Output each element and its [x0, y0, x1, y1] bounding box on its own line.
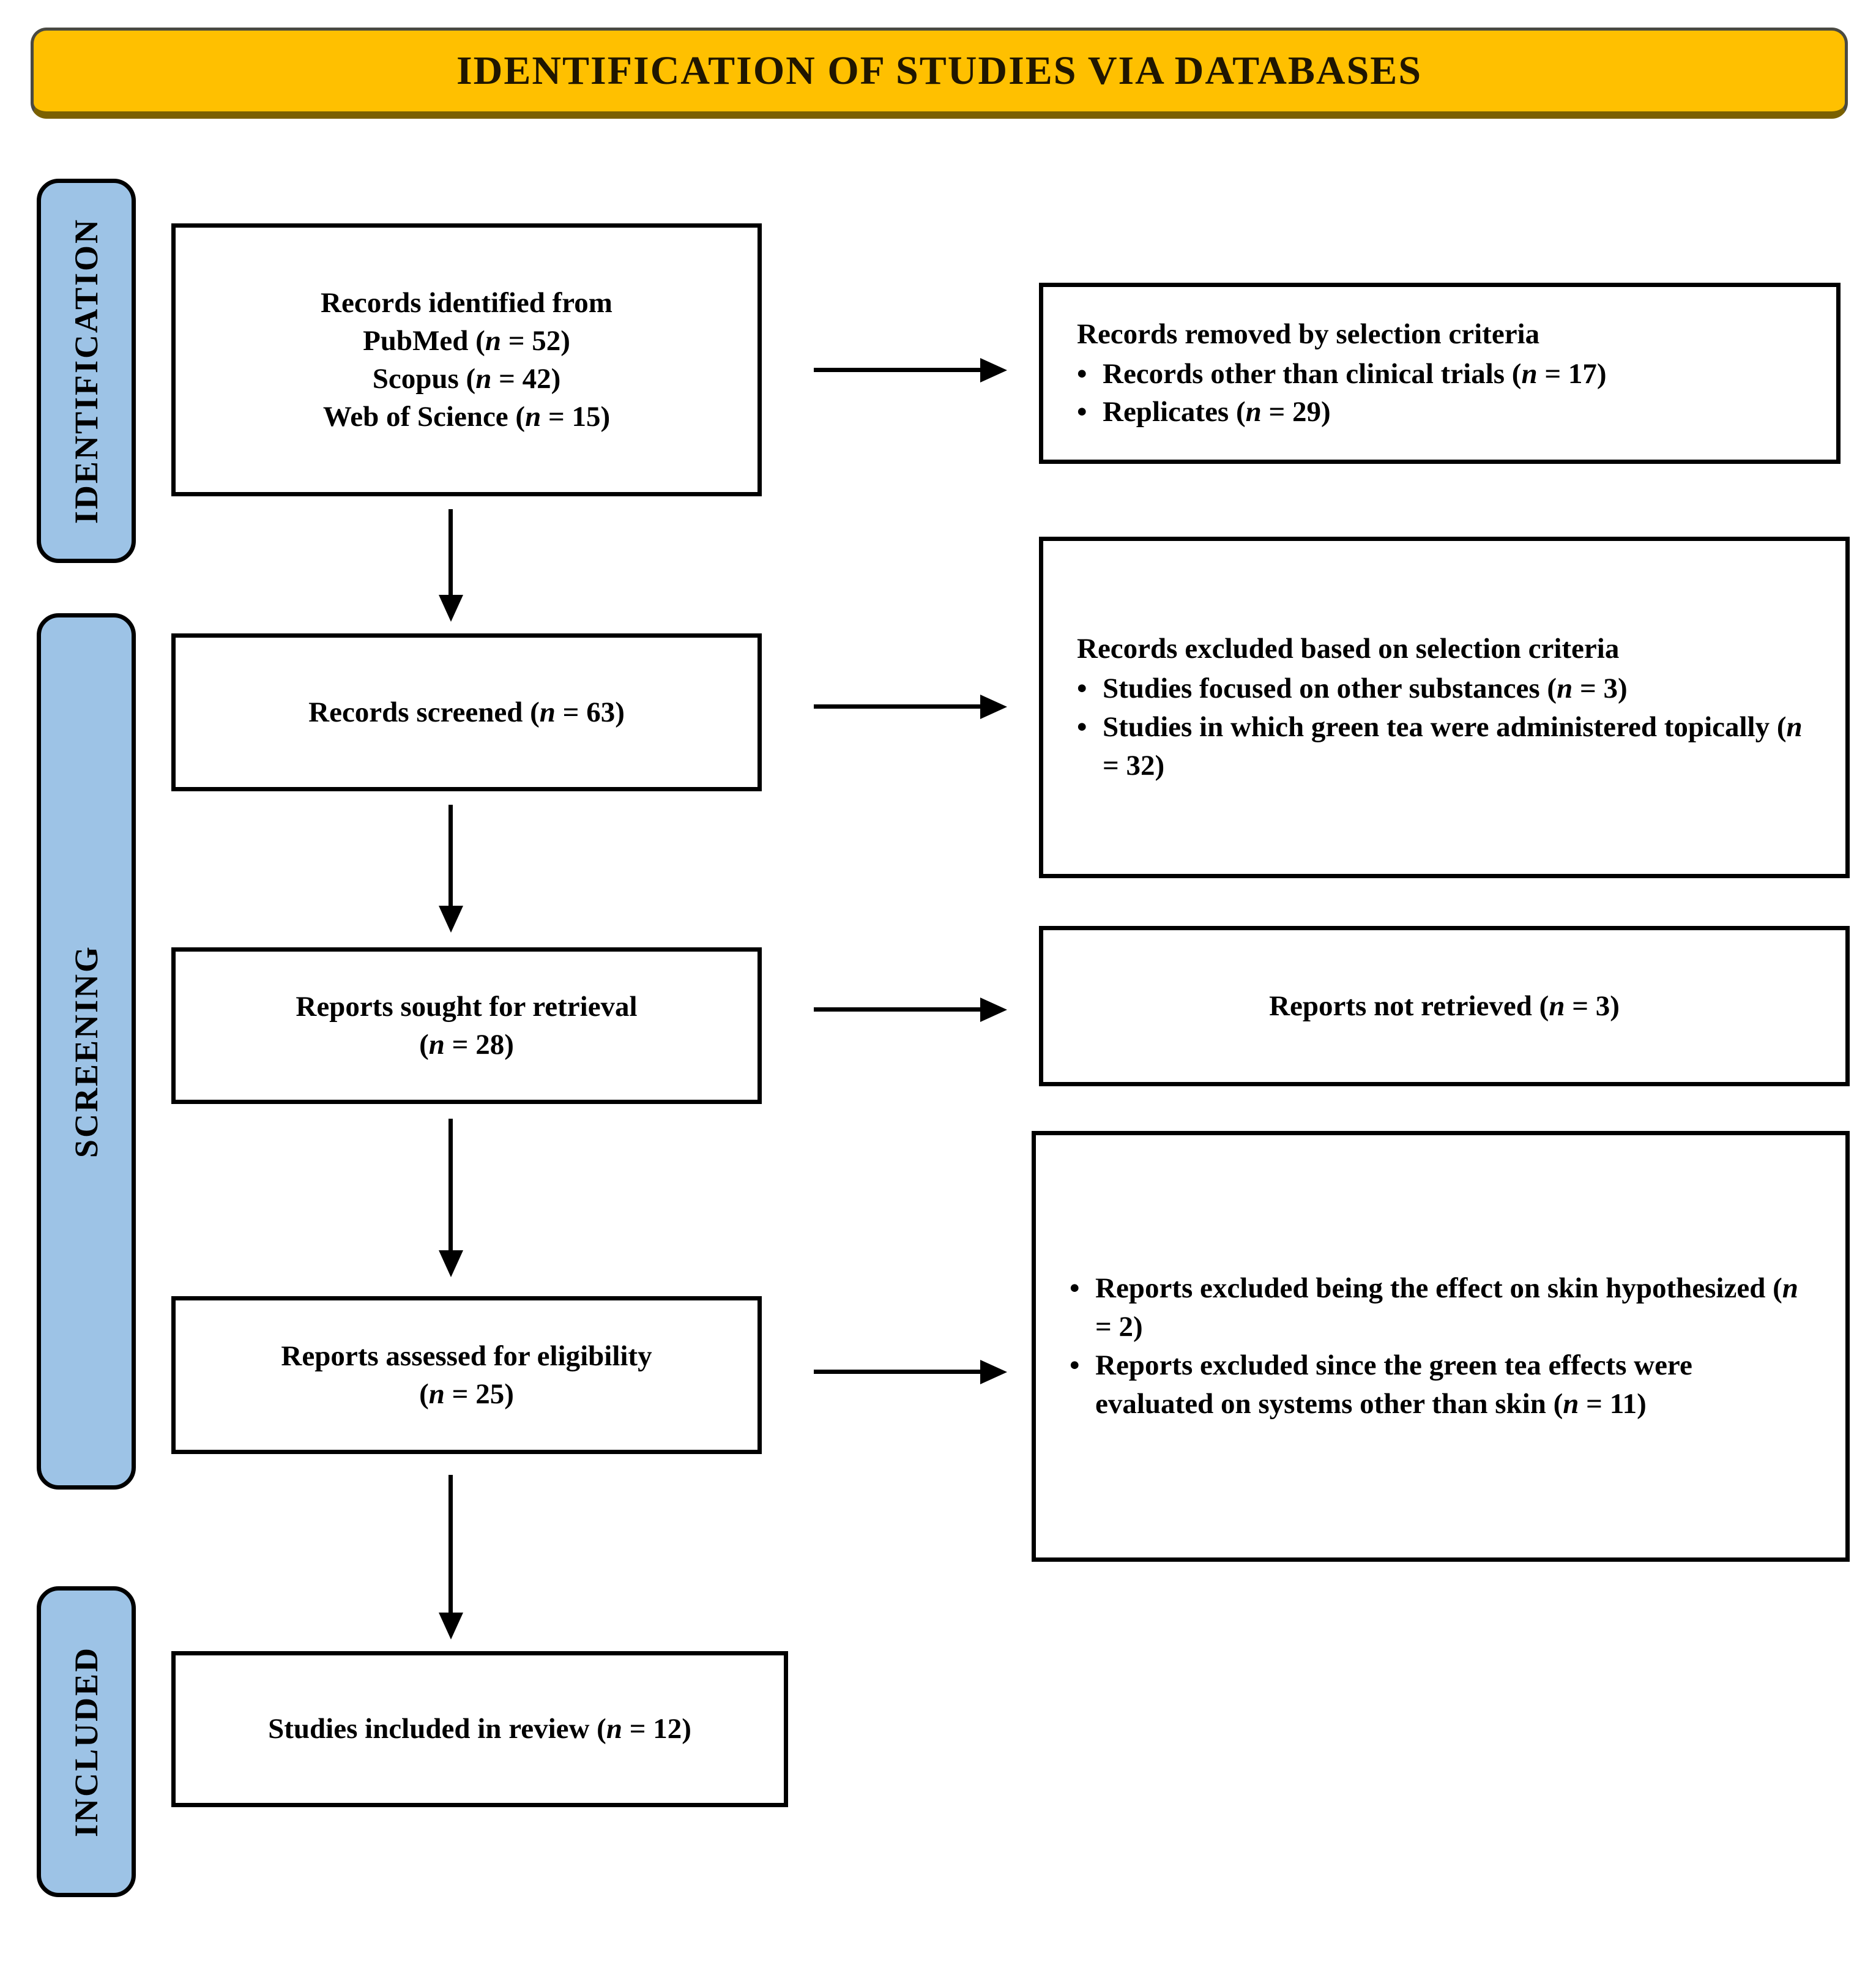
box-records-identified-line: Scopus (n = 42) — [372, 363, 561, 395]
box-records-identified-line: PubMed (n = 52) — [363, 324, 570, 357]
box-records-identified-line: Web of Science (n = 15) — [322, 401, 611, 433]
box-records-removed-bullet: Records other than clinical trials (n = … — [1103, 357, 1607, 390]
bullet-icon: • — [1070, 1349, 1080, 1381]
bullet-icon: • — [1077, 673, 1087, 705]
arrow-assessed-to-included — [449, 1475, 453, 1613]
arrow-identified-to-screened — [449, 509, 453, 595]
box-studies-included: Studies included in review (n = 12) — [171, 1651, 788, 1807]
arrow-assessed-to-excluded — [814, 1370, 980, 1374]
bullet-icon: • — [1077, 357, 1087, 390]
box-reports-assessed: Reports assessed for eligibility (n = 25… — [171, 1296, 762, 1454]
bullet-icon: • — [1070, 1272, 1080, 1305]
box-studies-included-line: Studies included in review (n = 12) — [268, 1713, 691, 1745]
box-records-identified: Records identified from PubMed (n = 52) … — [171, 223, 762, 496]
list-item: • Reports excluded being the effect on s… — [1070, 1269, 1812, 1346]
arrow-sought-to-assessed — [449, 1119, 453, 1250]
box-records-removed-heading: Records removed by selection criteria — [1077, 318, 1540, 350]
stage-label-included: INCLUDED — [37, 1586, 136, 1897]
box-reports-not-retrieved: Reports not retrieved (n = 3) — [1039, 926, 1850, 1086]
list-item: • Studies in which green tea were admini… — [1077, 708, 1812, 785]
list-item: • Replicates (n = 29) — [1077, 393, 1803, 431]
title-banner: IDENTIFICATION OF STUDIES VIA DATABASES — [31, 28, 1848, 119]
box-records-screened: Records screened (n = 63) — [171, 633, 762, 791]
arrow-identified-to-removed — [814, 368, 980, 372]
box-records-excluded-screening: Records excluded based on selection crit… — [1039, 537, 1850, 878]
box-records-removed: Records removed by selection criteria • … — [1039, 283, 1841, 464]
arrow-screened-to-sought — [449, 805, 453, 906]
box-reports-sought-line: Reports sought for retrieval — [296, 990, 638, 1023]
stage-label-screening-text: SCREENING — [68, 944, 105, 1158]
bullet-icon: • — [1077, 396, 1087, 428]
bullet-icon: • — [1077, 711, 1087, 743]
box-reports-excluded-eligibility: • Reports excluded being the effect on s… — [1032, 1131, 1850, 1562]
arrow-sought-to-not-retrieved — [814, 1007, 980, 1012]
box-records-excluded-screening-bullet: Studies in which green tea were administ… — [1103, 711, 1803, 781]
box-reports-assessed-line: Reports assessed for eligibility — [281, 1340, 652, 1372]
list-item: • Studies focused on other substances (n… — [1077, 670, 1812, 708]
stage-label-identification-text: IDENTIFICATION — [68, 217, 105, 524]
box-records-excluded-screening-heading: Records excluded based on selection crit… — [1077, 633, 1620, 665]
stage-label-identification: IDENTIFICATION — [37, 179, 136, 563]
box-reports-sought: Reports sought for retrieval (n = 28) — [171, 947, 762, 1104]
list-item: • Records other than clinical trials (n … — [1077, 355, 1803, 394]
box-reports-sought-line: (n = 28) — [419, 1029, 514, 1061]
stage-label-screening: SCREENING — [37, 613, 136, 1490]
diagram-title: IDENTIFICATION OF STUDIES VIA DATABASES — [456, 48, 1423, 93]
box-reports-not-retrieved-text: Reports not retrieved (n = 3) — [1269, 990, 1620, 1022]
box-records-removed-bullet: Replicates (n = 29) — [1103, 396, 1331, 428]
stage-label-included-text: INCLUDED — [68, 1646, 105, 1838]
arrow-screened-to-excluded — [814, 704, 980, 709]
box-records-excluded-screening-bullet: Studies focused on other substances (n =… — [1103, 673, 1628, 705]
box-reports-excluded-eligibility-bullet: Reports excluded since the green tea eff… — [1095, 1349, 1692, 1420]
box-records-identified-line: Records identified from — [321, 286, 612, 319]
list-item: • Reports excluded since the green tea e… — [1070, 1346, 1812, 1423]
box-reports-excluded-eligibility-bullet: Reports excluded being the effect on ski… — [1095, 1272, 1798, 1343]
box-reports-assessed-line: (n = 25) — [419, 1378, 514, 1410]
box-records-screened-line: Records screened (n = 63) — [308, 696, 625, 728]
